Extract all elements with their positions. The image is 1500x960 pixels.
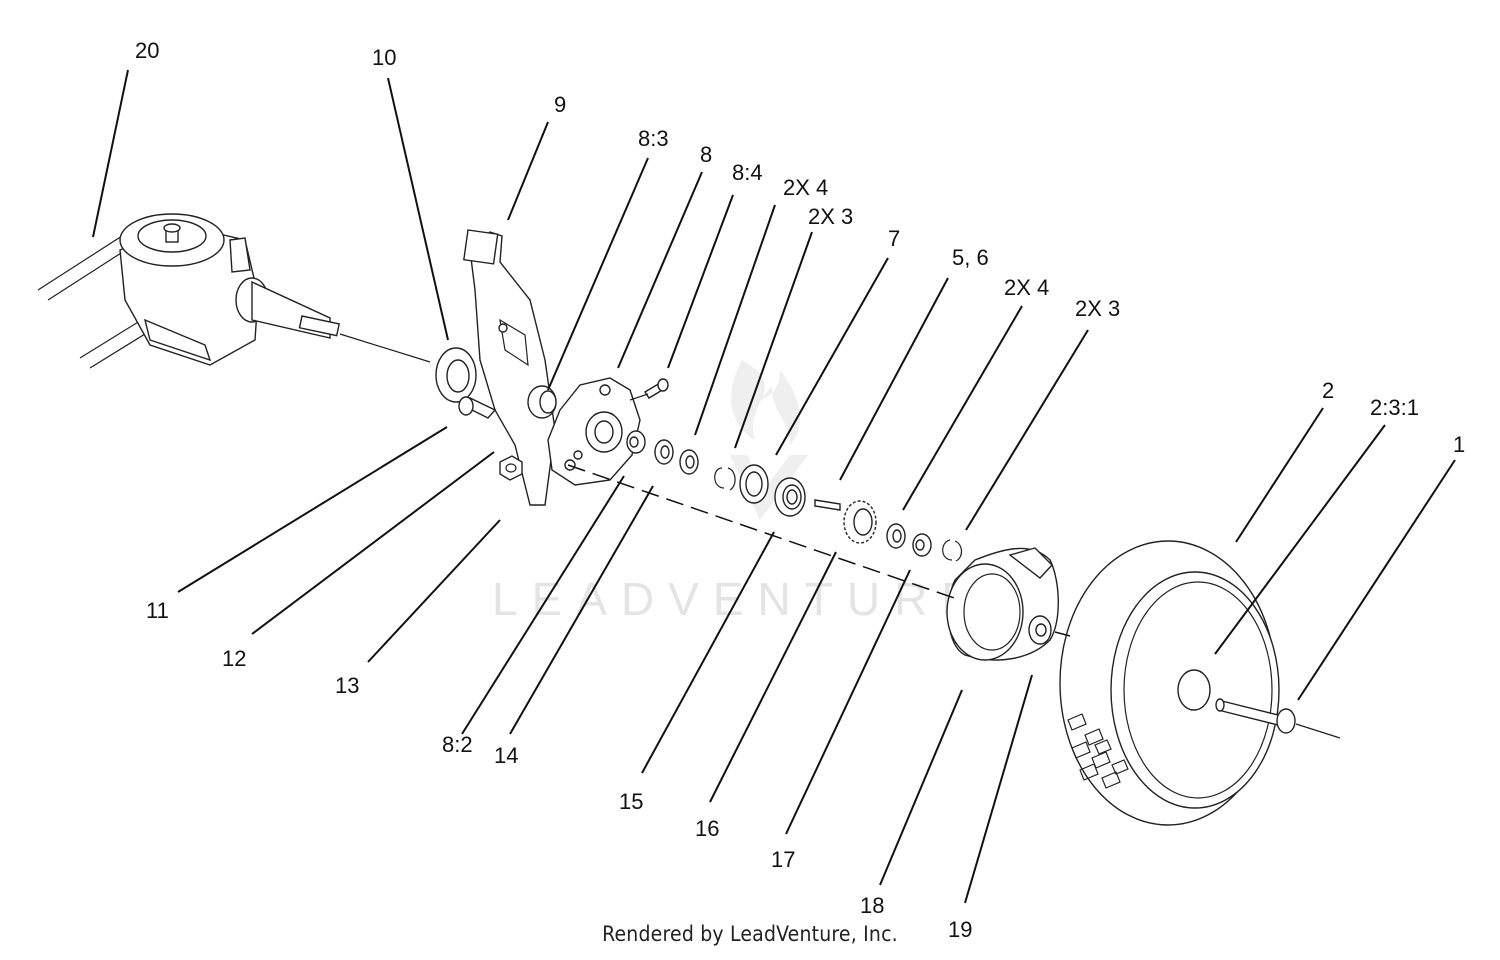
callout-labels: 20 10 9 8:3 8 8:4 2X 4 2X 3 7 5, 6 2X 4 … [135, 38, 1465, 942]
render-credit: Rendered by LeadVenture, Inc. [0, 922, 1500, 946]
gear-cup [946, 547, 1059, 661]
callout-11: 11 [146, 598, 169, 623]
gear-housing [547, 377, 641, 486]
bushing-b [912, 533, 932, 557]
washer-b [886, 523, 906, 549]
bushing [527, 385, 557, 419]
watermark: LEADVENTURE [492, 360, 986, 625]
callout-13: 13 [335, 673, 359, 698]
seal-washer [435, 347, 477, 403]
callout-14: 14 [494, 743, 518, 768]
spacer [626, 430, 646, 454]
callout-2x3-a: 2X 3 [808, 204, 853, 229]
axle-bolt [1215, 698, 1341, 739]
callout-2: 2 [1322, 378, 1334, 403]
callout-17: 17 [771, 847, 795, 872]
callout-20: 20 [135, 38, 159, 63]
callout-5-6: 5, 6 [952, 245, 989, 270]
washer-a [654, 439, 674, 465]
height-bracket [463, 229, 556, 506]
callout-8-4: 8:4 [732, 160, 763, 185]
callout-19: 19 [948, 917, 972, 942]
callout-2x4-a: 2X 4 [783, 175, 828, 200]
callout-15: 15 [619, 789, 643, 814]
render-credit-text: Rendered by LeadVenture, Inc. [602, 922, 898, 946]
callout-12: 12 [222, 646, 246, 671]
callout-2x4-b: 2X 4 [1004, 275, 1049, 300]
callout-18: 18 [860, 893, 884, 918]
transmission-assembly [37, 213, 431, 369]
retaining-ring-a [714, 467, 736, 491]
tire-tread [1067, 713, 1129, 789]
callout-16: 16 [695, 816, 719, 841]
nut [499, 455, 523, 481]
callout-9: 9 [554, 92, 566, 117]
bolt [458, 396, 497, 419]
callout-1: 1 [1453, 432, 1465, 457]
leader-lines [92, 69, 1456, 904]
centerline [567, 464, 961, 601]
key [814, 499, 841, 511]
callout-8: 8 [700, 142, 712, 167]
clip-a [679, 449, 699, 475]
wheel [1059, 540, 1280, 826]
screw [629, 378, 669, 401]
retaining-ring-b [942, 539, 963, 562]
callout-8-3: 8:3 [638, 126, 669, 151]
watermark-text: LEADVENTURE [492, 573, 986, 625]
centerline-2 [1054, 631, 1071, 637]
callout-7: 7 [888, 226, 900, 251]
bearing [774, 477, 806, 517]
callout-8-2: 8:2 [442, 732, 473, 757]
pinion-gear [843, 500, 877, 544]
callout-2-3-1: 2:3:1 [1370, 395, 1419, 420]
callout-10: 10 [372, 45, 396, 70]
bearing-washer [739, 464, 769, 504]
callout-2x3-b: 2X 3 [1075, 296, 1120, 321]
